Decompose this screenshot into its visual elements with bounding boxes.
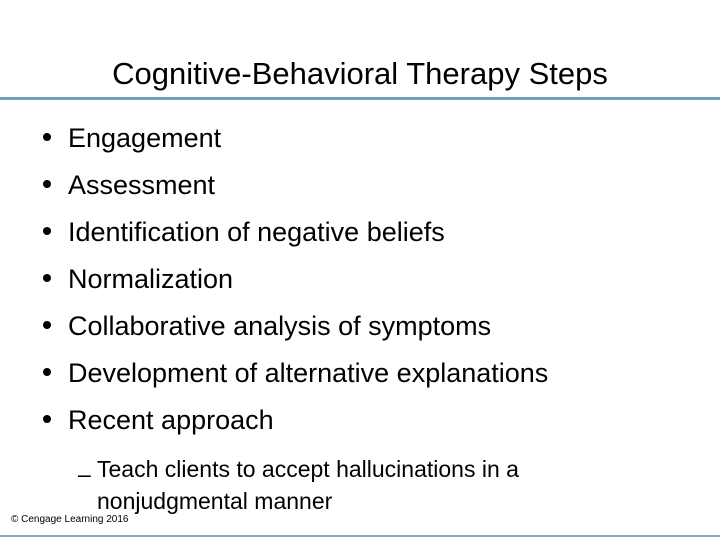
bullet-list: Engagement Assessment Identification of … xyxy=(0,117,720,517)
list-item: Development of alternative explanations xyxy=(0,352,720,399)
bullet-dot-icon xyxy=(43,133,51,141)
bullet-dot-icon xyxy=(43,415,51,423)
list-item: Collaborative analysis of symptoms xyxy=(0,305,720,352)
bullet-label: Normalization xyxy=(68,264,234,294)
sub-bullet-label: Teach clients to accept hallucinations i… xyxy=(97,456,519,514)
copyright-notice: © Cengage Learning 2016 xyxy=(11,514,129,525)
bullet-dot-icon xyxy=(43,274,51,282)
bullet-dot-icon xyxy=(43,180,51,188)
page-title: Cognitive-Behavioral Therapy Steps xyxy=(112,55,608,91)
bottom-divider xyxy=(0,535,720,537)
bullet-label: Identification of negative beliefs xyxy=(68,217,445,247)
bullet-dot-icon xyxy=(43,227,51,235)
bullet-label: Collaborative analysis of symptoms xyxy=(68,311,492,341)
bullet-dot-icon xyxy=(43,321,51,329)
bullet-label: Engagement xyxy=(68,123,222,153)
bullet-label: Development of alternative explanations xyxy=(68,358,549,388)
list-item: Engagement xyxy=(0,117,720,164)
bullet-dot-icon xyxy=(43,368,51,376)
list-item: Normalization xyxy=(0,258,720,305)
sub-list-item: – Teach clients to accept hallucinations… xyxy=(0,453,720,517)
list-item: Assessment xyxy=(0,164,720,211)
list-item: Recent approach xyxy=(0,399,720,446)
title-divider xyxy=(0,97,720,100)
dash-icon: – xyxy=(78,461,91,487)
bullet-label: Assessment xyxy=(68,170,216,200)
list-item: Identification of negative beliefs xyxy=(0,211,720,258)
bullet-label: Recent approach xyxy=(68,405,274,435)
